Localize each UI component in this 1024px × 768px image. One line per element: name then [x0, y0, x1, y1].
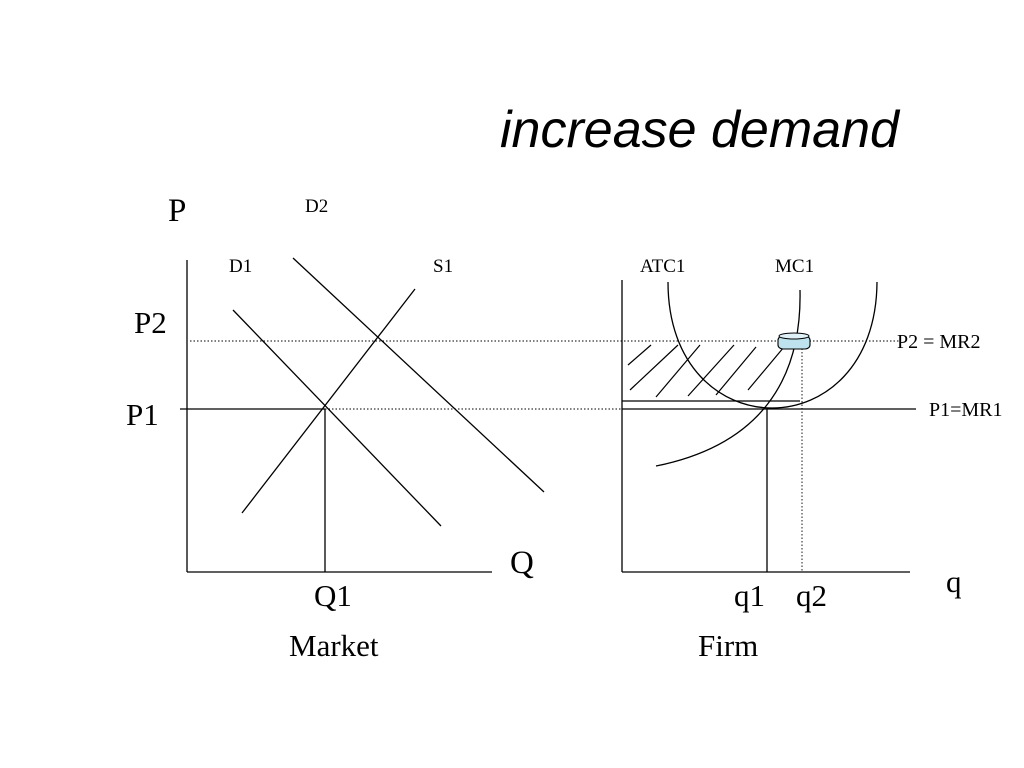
hatch-line — [747, 346, 785, 391]
s1-label: S1 — [433, 256, 453, 277]
market-caption: Market — [289, 628, 379, 663]
profit-max-marker — [777, 332, 811, 350]
firm-caption: Firm — [698, 628, 758, 663]
demand-curve-d2 — [292, 257, 545, 493]
slide-title: increase demand — [500, 101, 899, 159]
mc-curve — [655, 289, 801, 467]
hatch-line — [655, 344, 701, 398]
atc-curve — [667, 281, 878, 409]
mr1-label: P1=MR1 — [929, 399, 1003, 421]
firm-graph — [621, 280, 916, 573]
hatch-line — [629, 344, 679, 391]
demand-curve-d1 — [232, 309, 442, 527]
hatch-line — [687, 344, 735, 397]
mr2-label: P2 = MR2 — [897, 331, 981, 353]
d2-label: D2 — [305, 196, 328, 217]
market-quantity-axis-label: Q — [510, 545, 534, 581]
p2-label: P2 — [134, 305, 167, 340]
firm-q2-label: q2 — [796, 578, 827, 613]
mc-label: MC1 — [775, 256, 814, 277]
firm-quantity-axis-label: q — [946, 564, 962, 599]
market-graph — [180, 257, 545, 573]
firm-q1-label: q1 — [734, 578, 765, 613]
d1-label: D1 — [229, 256, 252, 277]
market-price-axis-label: P — [168, 193, 186, 229]
supply-curve-s1 — [241, 288, 416, 514]
profit-hatch-area — [627, 344, 785, 398]
hatch-line — [627, 344, 652, 366]
q1-label: Q1 — [314, 578, 352, 613]
p1-label: P1 — [126, 397, 159, 432]
hatch-line — [715, 346, 757, 396]
atc-label: ATC1 — [640, 256, 685, 277]
